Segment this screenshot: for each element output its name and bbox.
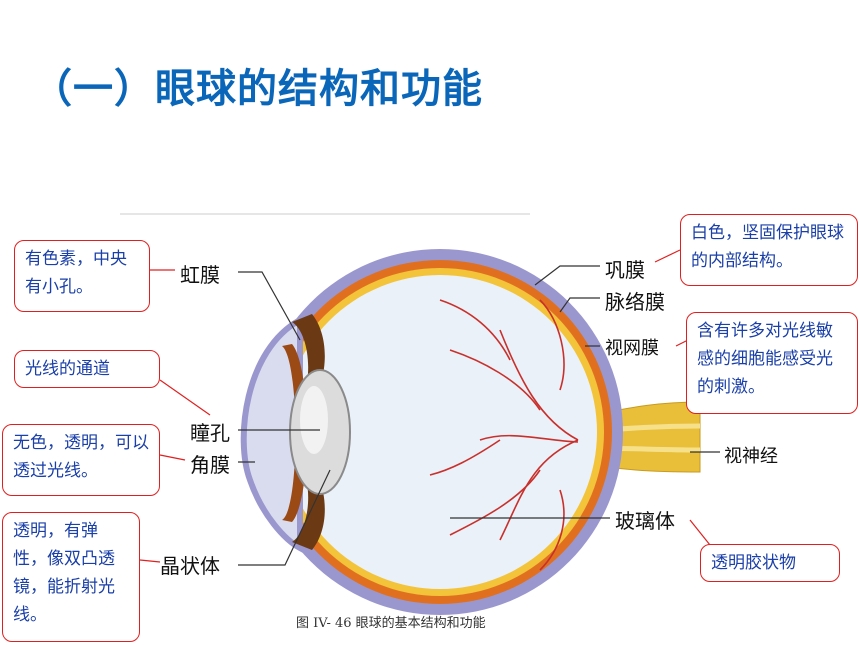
label-iris: 虹膜 xyxy=(180,263,220,287)
callout-pupil: 光线的通道 xyxy=(14,350,160,388)
leader-lines xyxy=(238,265,720,566)
cornea-callout-pointer xyxy=(159,454,186,461)
callout-connectors xyxy=(139,249,711,563)
sclera-leader xyxy=(534,265,600,286)
label-pupil: 瞳孔 xyxy=(190,421,230,445)
callout-cornea: 无色，透明，可以透过光线。 xyxy=(2,424,160,496)
label-cornea: 角膜 xyxy=(190,453,230,477)
page-title: （一）眼球的结构和功能 xyxy=(32,66,483,112)
cornea xyxy=(240,314,303,554)
callout-lens: 透明，有弹性，像双凸透镜，能折射光线。 xyxy=(2,512,140,642)
pupil-callout-pointer xyxy=(159,379,211,416)
figure-caption: 图 IV- 46 眼球的基本结构和功能 xyxy=(296,616,486,631)
callout-vitreous: 透明胶状物 xyxy=(700,544,840,582)
lens-highlight xyxy=(300,386,328,454)
label-choroid: 脉络膜 xyxy=(605,290,665,314)
label-vitreous: 玻璃体 xyxy=(615,509,675,533)
callout-retina: 含有许多对光线敏感的细胞能感受光的刺激。 xyxy=(686,312,858,414)
retinal-vessels xyxy=(429,299,579,571)
vitreous-body xyxy=(283,275,597,589)
callout-iris: 有色素，中央有小孔。 xyxy=(14,240,150,312)
lens-callout-pointer xyxy=(139,559,161,563)
label-optic-nerve: 视神经 xyxy=(724,446,778,467)
choroid-leader xyxy=(559,297,600,313)
iris-leader xyxy=(238,271,301,341)
label-lens: 晶状体 xyxy=(160,554,220,578)
label-sclera: 巩膜 xyxy=(605,258,645,282)
callout-sclera: 白色，坚固保护眼球的内部结构。 xyxy=(680,214,858,286)
lens-leader xyxy=(238,469,331,566)
sclera-callout-pointer xyxy=(654,249,681,263)
vitreous-callout-pointer xyxy=(689,519,711,546)
label-retina: 视网膜 xyxy=(605,338,659,359)
